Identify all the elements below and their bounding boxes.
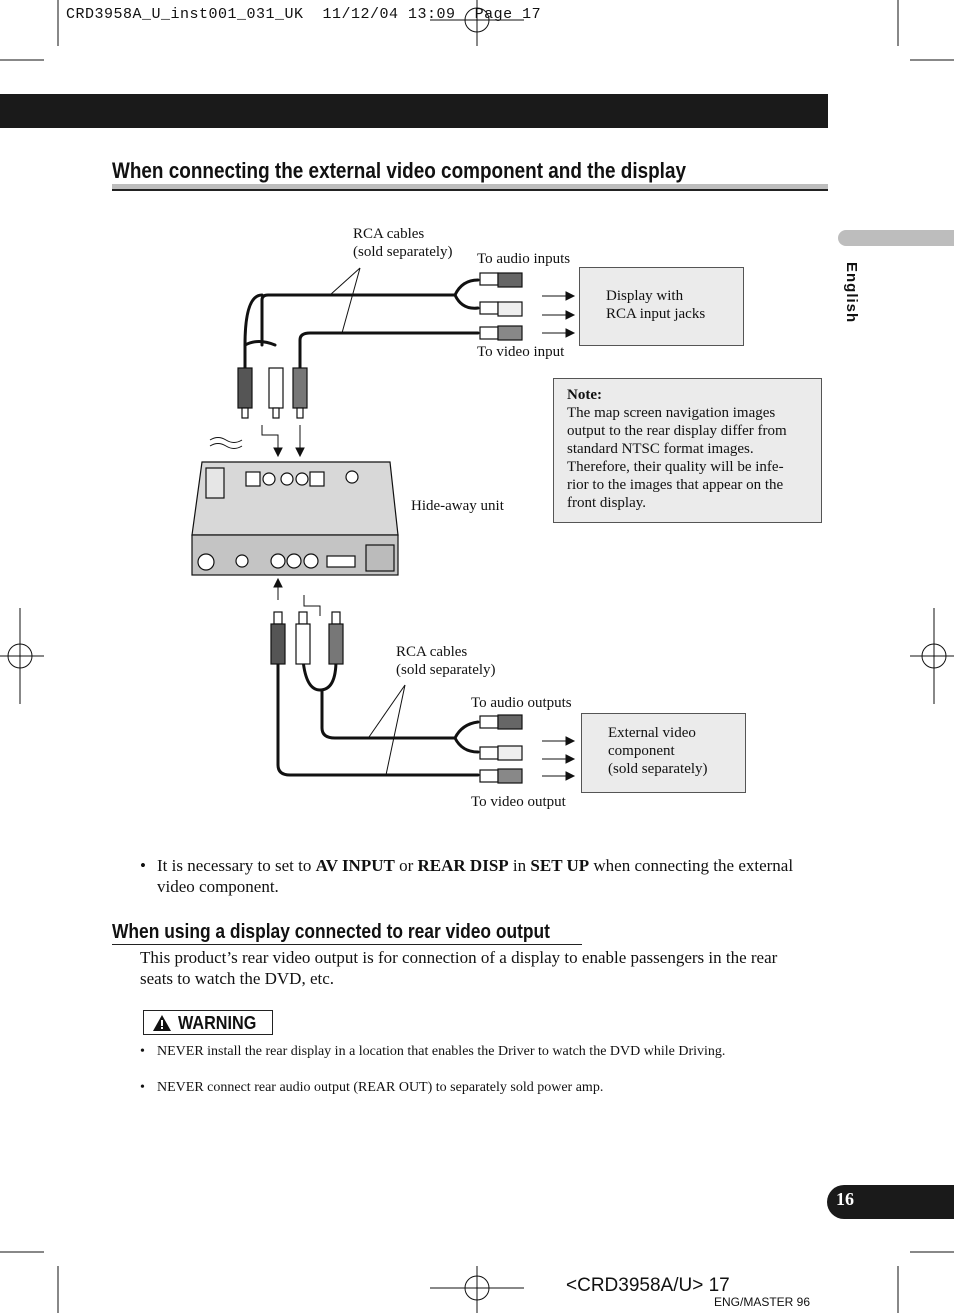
subsection-title: When using a display connected to rear v… [112, 921, 550, 943]
subsection-rule [112, 944, 582, 945]
to-video-output-label: To video output [471, 794, 566, 810]
section-title: When connecting the external video compo… [112, 158, 686, 183]
note-line: Therefore, their quality will be infe- [567, 459, 784, 475]
bullet-marker: • [140, 856, 146, 875]
rear-disp-term: REAR DISP [417, 856, 509, 875]
to-video-input-label: To video input [477, 344, 565, 360]
rear-output-paragraph: This product’s rear video output is for … [140, 948, 778, 988]
warning-item: •NEVER install the rear display in a loc… [140, 1044, 726, 1059]
note-title: Note: [567, 387, 602, 403]
av-input-term: AV INPUT [315, 856, 395, 875]
setup-bullet: • It is necessary to set to AV INPUT or … [140, 856, 794, 896]
note-box: Note: The map screen navigation images o… [553, 378, 822, 523]
warning-triangle-icon [153, 1015, 171, 1031]
note-line: standard NTSC format images. [567, 441, 754, 457]
warning-label: WARNING [178, 1013, 257, 1033]
language-tab [838, 230, 954, 246]
note-line: front display. [567, 495, 647, 511]
footer-master: ENG/MASTER 96 [714, 1295, 811, 1309]
note-line: rior to the images that appear on the [567, 477, 784, 493]
page-number-tab [827, 1185, 954, 1219]
setup-term: SET UP [530, 856, 590, 875]
hide-away-unit-label: Hide-away unit [411, 498, 504, 514]
footer-code: <CRD3958A/U> 17 [566, 1275, 730, 1296]
warning-item: •NEVER connect rear audio output (REAR O… [140, 1080, 604, 1095]
note-line: output to the rear display differ from [567, 423, 787, 439]
warning-box [143, 1010, 273, 1035]
rca-cables-top-label: RCA cables (sold separately) [353, 226, 453, 260]
to-audio-inputs-label: To audio inputs [477, 251, 571, 267]
display-box: Display with RCA input jacks [579, 267, 744, 346]
language-label: English [843, 262, 860, 324]
page-number: 16 [836, 1189, 854, 1209]
title-rule [112, 184, 828, 191]
to-audio-outputs-label: To audio outputs [471, 695, 572, 711]
external-component-box: External video component (sold separatel… [581, 713, 746, 793]
rca-cables-bottom-label: RCA cables (sold separately) [396, 644, 496, 678]
header-bar [0, 94, 828, 128]
note-line: The map screen navigation images [567, 405, 776, 421]
